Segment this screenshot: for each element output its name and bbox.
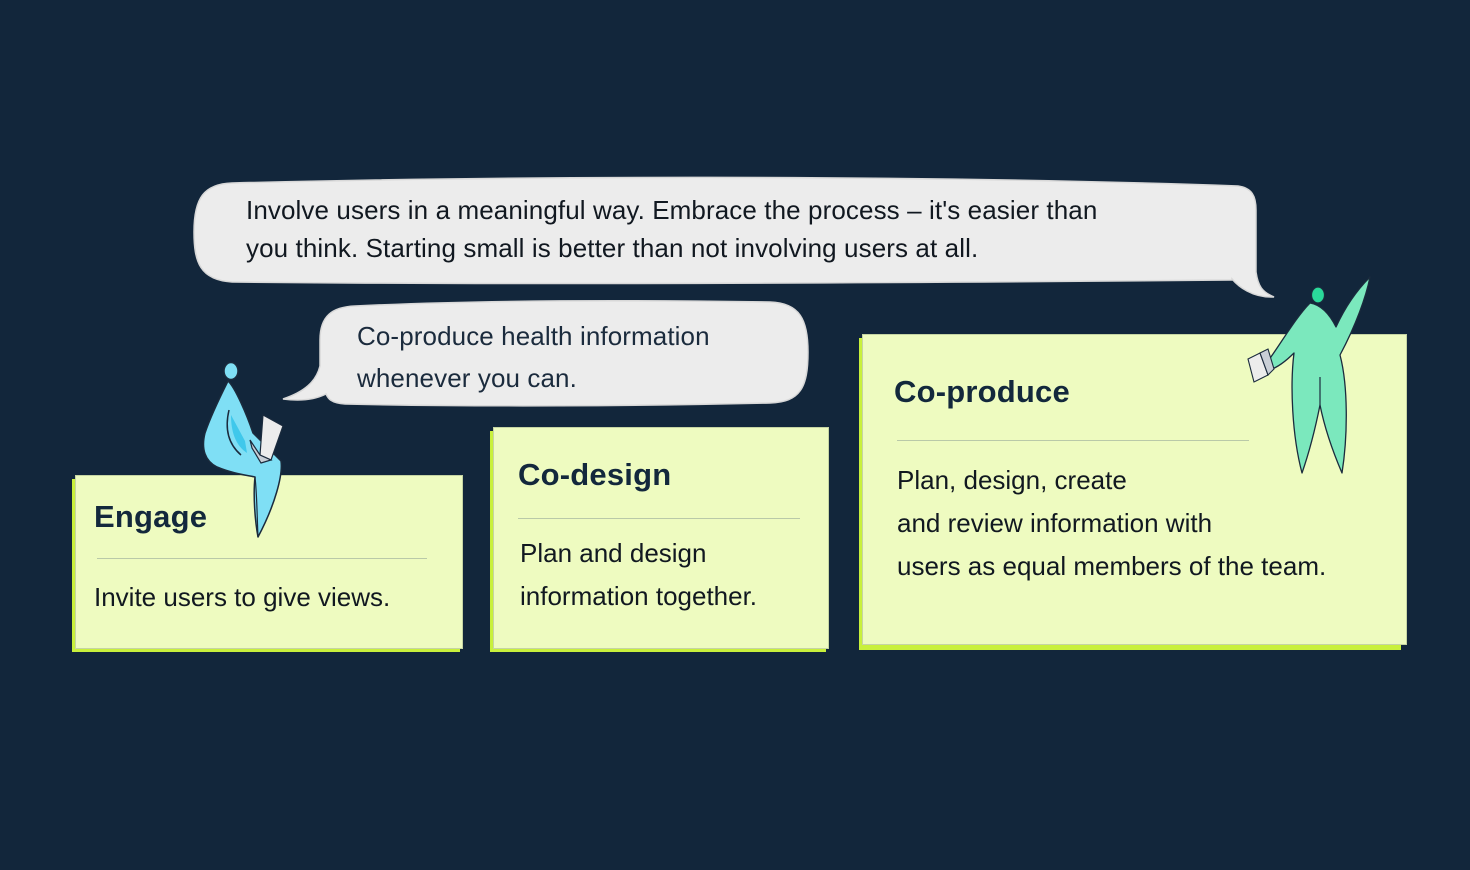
secondary-bubble-text: Co-produce health information whenever y… [357,315,710,399]
card-body-line: Plan, design, create [897,465,1127,495]
card-body: Plan and design information together. [520,532,757,618]
main-bubble-text: Involve users in a meaningful way. Embra… [246,191,1097,267]
card-title: Co-produce [894,374,1070,409]
secondary-bubble-line: Co-produce health information [357,321,710,351]
card-divider [97,558,427,559]
card-title: Co-design [518,457,672,492]
card-title: Engage [94,499,208,534]
card-body-line: Invite users to give views. [94,582,391,612]
card-body-line: and review information with [897,508,1213,538]
card-body-line: information together. [520,581,758,611]
card-divider [518,518,800,519]
main-bubble-line: you think. Starting small is better than… [246,233,979,263]
main-bubble-line: Involve users in a meaningful way. Embra… [246,195,1098,225]
card-body: Plan, design, create and review informat… [897,459,1326,588]
card-body-line: Plan and design [520,538,707,568]
person-waving-with-document-icon [1247,276,1371,474]
person-with-laptop-icon [202,361,284,538]
card-body: Invite users to give views. [94,576,390,619]
card-body-line: users as equal members of the team. [897,551,1327,581]
card-divider [897,440,1249,441]
secondary-bubble-line: whenever you can. [357,363,577,393]
